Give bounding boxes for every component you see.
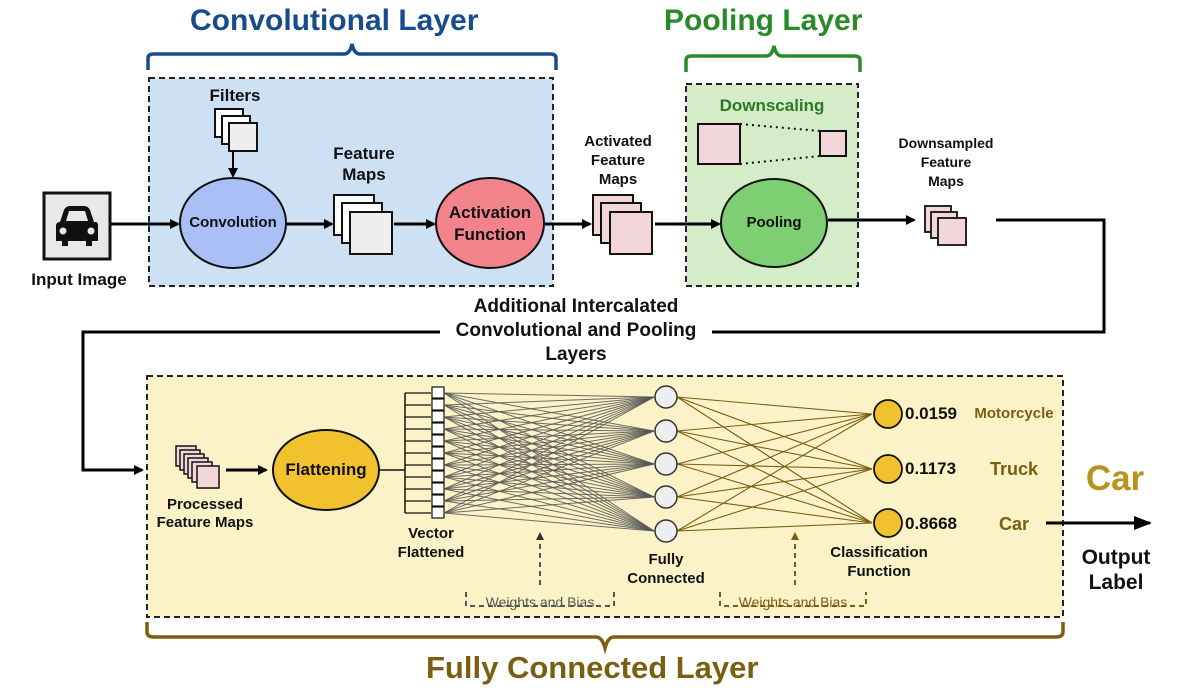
vector-cell: [431, 434, 445, 447]
input-image-label: Input Image: [31, 270, 127, 289]
vector-cell: [431, 446, 445, 459]
classification-label-2: Function: [847, 563, 911, 580]
weights-hidden-connections: [443, 392, 655, 532]
output-label-2: Label: [1088, 571, 1144, 594]
downsampled-label-1: Downsampled: [898, 135, 994, 151]
activated-feature-maps-stack: [592, 194, 653, 255]
output-score: 0.1173: [905, 459, 957, 478]
processed-feature-maps-stack: [175, 445, 220, 489]
pooling-node: [720, 178, 828, 268]
activation-node: [435, 177, 545, 269]
feature-maps-stack: [333, 194, 393, 255]
activated-label-2: Feature: [590, 152, 646, 169]
downscaling-illustration: [697, 123, 847, 165]
fully-connected-label-2: Connected: [627, 570, 705, 587]
classification-label-1: Classification: [830, 544, 928, 561]
vector-cell: [431, 506, 445, 519]
additional-layers-label-1: Additional Intercalated: [473, 296, 679, 317]
hidden-node: [654, 519, 678, 543]
feature-maps-label-2: Maps: [342, 165, 386, 184]
filters-label: Filters: [209, 86, 261, 105]
hidden-node: [654, 452, 678, 476]
weights-bias-label-2: Weights and Bias: [738, 594, 848, 610]
downsampled-label-2: Feature: [920, 154, 972, 170]
output-nodes: [873, 399, 903, 538]
output-score: 0.8668: [905, 514, 957, 533]
activated-label-1: Activated: [584, 133, 652, 150]
convolution-label: Convolution: [189, 214, 277, 231]
output-node: [873, 454, 903, 484]
weights-bias-label-1: Weights and Bias: [485, 594, 595, 610]
feature-maps-label-1: Feature: [333, 144, 395, 163]
hidden-node: [654, 485, 678, 509]
fc-brace: [145, 622, 1065, 655]
hidden-node: [654, 385, 678, 409]
processed-label-1: Processed: [167, 496, 243, 513]
vector-cell: [431, 494, 445, 507]
vector-label-1: Vector: [408, 525, 454, 542]
vector-cell: [431, 470, 445, 483]
pooling-label: Pooling: [746, 214, 802, 231]
flattening-node: [272, 429, 380, 511]
vector-label-2: Flattened: [397, 544, 465, 561]
vector-cell: [431, 422, 445, 435]
vector-cell: [431, 410, 445, 423]
pooling-layer-title: Pooling Layer: [664, 4, 863, 37]
filters-stack: [214, 108, 258, 152]
output-score: 0.0159: [905, 404, 957, 423]
processed-label-2: Feature Maps: [156, 514, 254, 531]
convolution-node: [179, 177, 287, 269]
output-node: [873, 399, 903, 429]
output-label-1: Output: [1081, 546, 1151, 569]
fully-connected-label-1: Fully: [648, 551, 684, 568]
vector-cell: [431, 482, 445, 495]
convolutional-layer-title: Convolutional Layer: [190, 4, 479, 37]
downsampled-maps-stack: [924, 205, 967, 246]
pool-brace: [684, 45, 862, 72]
activated-label-3: Maps: [598, 171, 638, 188]
predicted-class-label: Car: [1085, 459, 1145, 498]
fully-connected-layer-title: Fully Connected Layer: [426, 650, 759, 685]
downscaling-label: Downscaling: [719, 96, 825, 115]
additional-layers-label-3: Layers: [545, 344, 607, 365]
output-class: Motorcycle: [974, 405, 1054, 422]
additional-layers-label-2: Convolutional and Pooling: [455, 320, 697, 341]
activation-label-2: Function: [454, 225, 526, 244]
output-class: Truck: [989, 459, 1039, 479]
connector-line: [712, 218, 1106, 334]
weights-output-connections: [676, 396, 873, 532]
output-class: Car: [998, 514, 1029, 534]
weights-bias-bracket-2: [719, 592, 867, 607]
car-icon: [42, 191, 112, 261]
activation-label-1: Activation: [448, 203, 532, 222]
connector-line-left: [81, 330, 440, 475]
output-node: [873, 508, 903, 538]
conv-brace: [146, 43, 558, 70]
flattening-label: Flattening: [285, 460, 367, 479]
downsampled-label-3: Maps: [928, 173, 964, 189]
vector-cell: [431, 386, 445, 399]
fully-connected-nodes: [654, 385, 678, 543]
vector-cell: [431, 398, 445, 411]
hidden-node: [654, 419, 678, 443]
vector-cell: [431, 458, 445, 471]
